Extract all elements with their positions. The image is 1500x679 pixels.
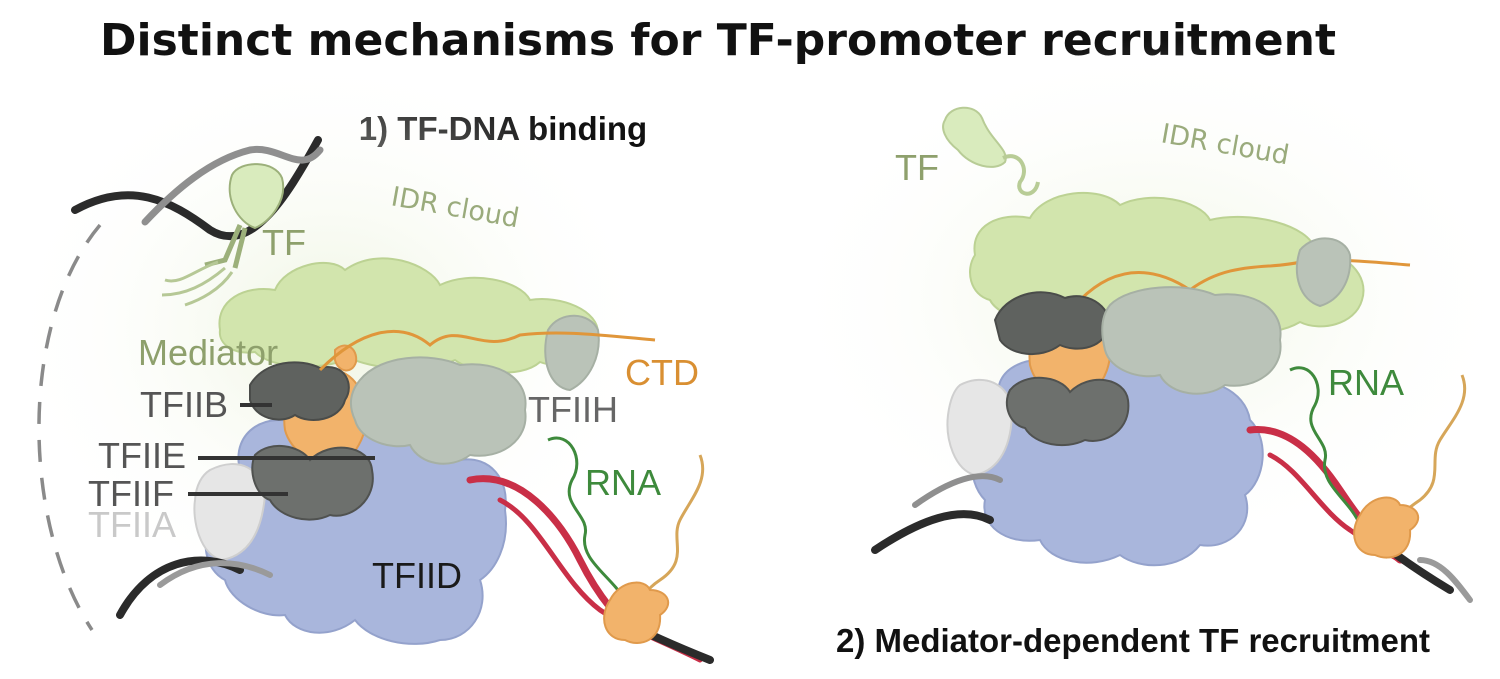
label-tfiid: TFIID (372, 555, 462, 596)
label-tfiie: TFIIE (98, 435, 186, 476)
label-tfiia: TFIIA (88, 504, 176, 545)
label-ctd: CTD (625, 352, 699, 393)
label-tf-panel-2: TF (895, 147, 939, 188)
tfiib-complex (249, 361, 350, 421)
dashed-loop-arc (37, 223, 102, 631)
tfiib-complex-panel-2 (993, 291, 1111, 356)
label-tfiih: TFIIH (528, 389, 618, 430)
label-rna-panel-1: RNA (585, 462, 661, 503)
panel-mediator-dependent: TF IDR cloud RNA (780, 40, 1500, 659)
label-tfiib: TFIIB (140, 384, 228, 425)
panel-tf-dna-binding: 1) TF-DNA binding TF IDR cloud Mediator (0, 50, 714, 664)
tf-protein-panel-2 (942, 106, 1007, 168)
label-tf-panel-1: TF (262, 222, 306, 263)
label-rna-panel-2: RNA (1328, 362, 1404, 403)
panel-2-title: 2) Mediator-dependent TF recruitment (836, 622, 1430, 659)
rna-strand-panel-1 (547, 436, 627, 601)
orange-factor-panel-2 (1353, 496, 1420, 559)
label-tfiif: TFIIF (88, 473, 174, 514)
ctd-tail-panel-2 (1078, 258, 1411, 302)
tfiih-complex (349, 356, 527, 465)
orange-factor-panel-1 (603, 581, 670, 644)
upper-dna-helix (71, 136, 324, 241)
label-mediator: Mediator (138, 332, 278, 373)
tfiih-complex-panel-2 (1101, 286, 1282, 395)
ctd-tail-panel-1 (318, 329, 656, 372)
tf-protein (161, 163, 285, 307)
rna-strand-panel-2 (1289, 366, 1362, 526)
